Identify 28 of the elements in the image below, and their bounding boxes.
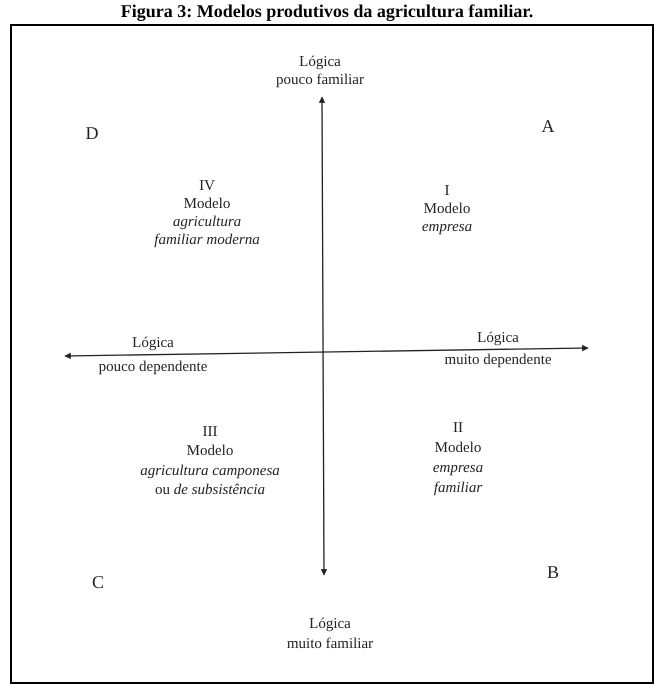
label-text: empresa: [422, 218, 472, 236]
label-text: muito dependente: [444, 352, 552, 368]
label-text: I: [444, 182, 450, 200]
quadrant-letter: C: [92, 573, 104, 593]
label-text: pouco dependente: [98, 358, 208, 376]
label-text: Modelo: [184, 196, 230, 212]
quadrant-letter: B: [547, 563, 559, 583]
label-text: Lógica: [477, 330, 519, 346]
label-text: muito familiar: [286, 636, 374, 652]
label-text: II: [453, 420, 463, 436]
label-text: agricultura: [172, 214, 242, 230]
label-text: Modelo: [424, 200, 470, 218]
label-text: pouco familiar: [276, 72, 364, 88]
label-text: Lógica: [309, 616, 351, 632]
label-text: agricultura camponesa: [140, 462, 280, 480]
label-text: familiar: [434, 480, 482, 496]
label-text: ou de subsistência: [155, 482, 265, 498]
label-text: Lógica: [132, 334, 174, 352]
label-text: Modelo: [186, 442, 234, 460]
quadrant-letter: D: [86, 124, 98, 144]
label-text: Modelo: [434, 440, 482, 456]
label-text: IV: [199, 178, 215, 194]
label-text: Lógica: [299, 54, 341, 70]
label-text: familiar moderna: [154, 232, 260, 248]
label-text: empresa: [432, 460, 484, 476]
quadrant-letter: A: [542, 117, 554, 137]
label-text: III: [202, 424, 218, 440]
figure-title: Figura 3: Modelos produtivos da agricultura familiar.: [120, 1, 534, 22]
